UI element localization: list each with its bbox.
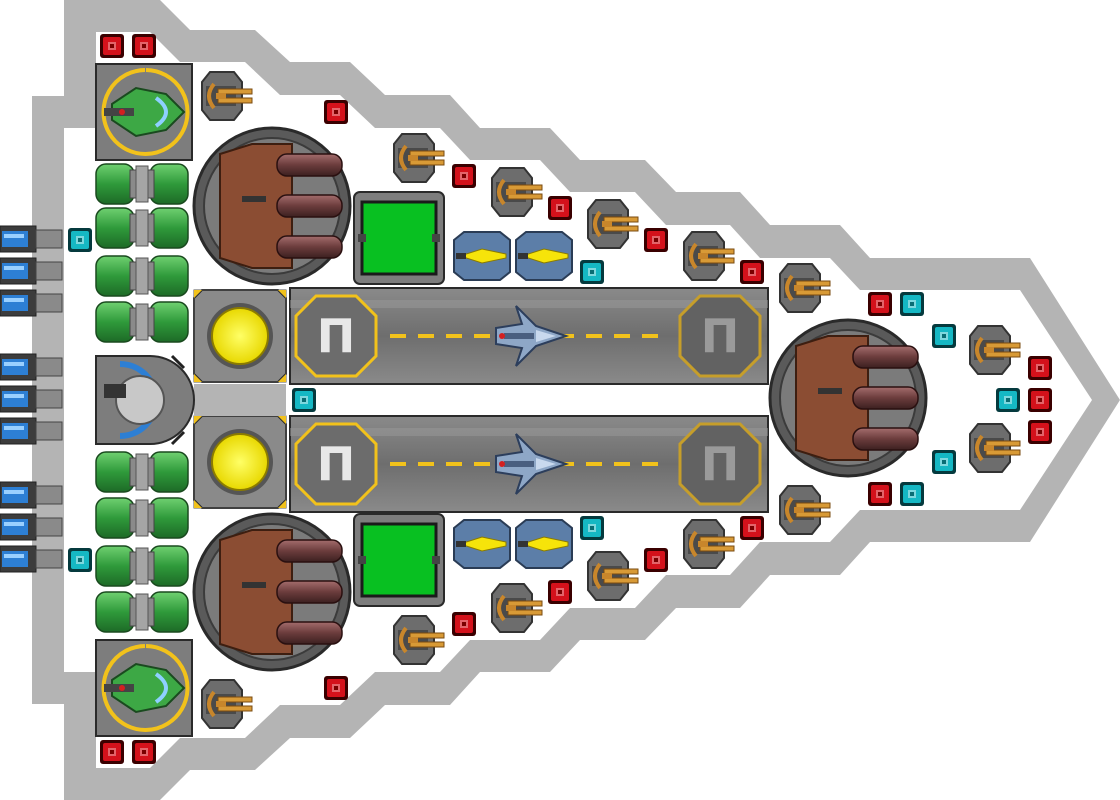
- missile-pod[interactable]: [453, 519, 511, 569]
- lower-hangar[interactable]: Π Π: [289, 415, 769, 513]
- landing-pad-left[interactable]: Π: [294, 294, 378, 378]
- upper-hangar[interactable]: Π Π: [289, 287, 769, 385]
- pad-label: Π: [317, 437, 356, 491]
- reactor-top[interactable]: [193, 289, 287, 383]
- thrusters: [0, 225, 63, 573]
- missile-turret-front[interactable]: [768, 318, 928, 478]
- landing-pad-left[interactable]: Π: [294, 422, 378, 506]
- missile-pod[interactable]: [453, 231, 511, 281]
- shield-bay-bottom[interactable]: [94, 638, 194, 738]
- brace: [170, 354, 186, 370]
- landing-pad-right[interactable]: Π: [678, 422, 762, 506]
- missile-pod[interactable]: [515, 231, 573, 281]
- pad-label: Π: [317, 309, 356, 363]
- engine-core[interactable]: [95, 355, 195, 445]
- reactor-connector: [194, 384, 286, 416]
- control-room-top[interactable]: [353, 191, 445, 285]
- brace: [170, 430, 186, 446]
- missile-turret-bottom[interactable]: [192, 512, 352, 672]
- landing-pad-right[interactable]: Π: [678, 294, 762, 378]
- control-room-bottom[interactable]: [353, 513, 445, 607]
- shield-bay-top[interactable]: [94, 62, 194, 162]
- missile-pod[interactable]: [515, 519, 573, 569]
- pad-label: Π: [701, 309, 740, 363]
- missile-turret-top[interactable]: [192, 126, 352, 286]
- reactor-bottom[interactable]: [193, 415, 287, 509]
- pad-label: Π: [701, 437, 740, 491]
